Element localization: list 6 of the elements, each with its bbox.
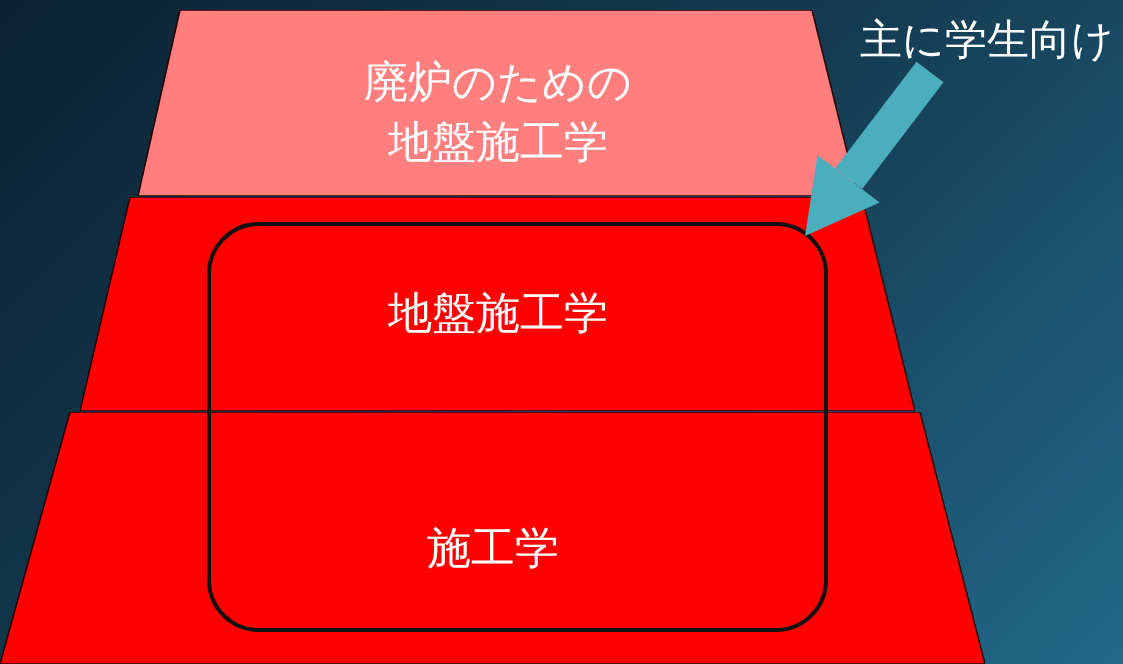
callout-text: 主に学生向け [860, 14, 1114, 66]
rounded-frame [207, 222, 828, 632]
band-label: 施工学 [425, 521, 560, 575]
arrow [805, 61, 944, 236]
band-label: 廃炉のための地盤施工学 [363, 55, 633, 169]
band-label: 地盤施工学 [386, 286, 609, 340]
